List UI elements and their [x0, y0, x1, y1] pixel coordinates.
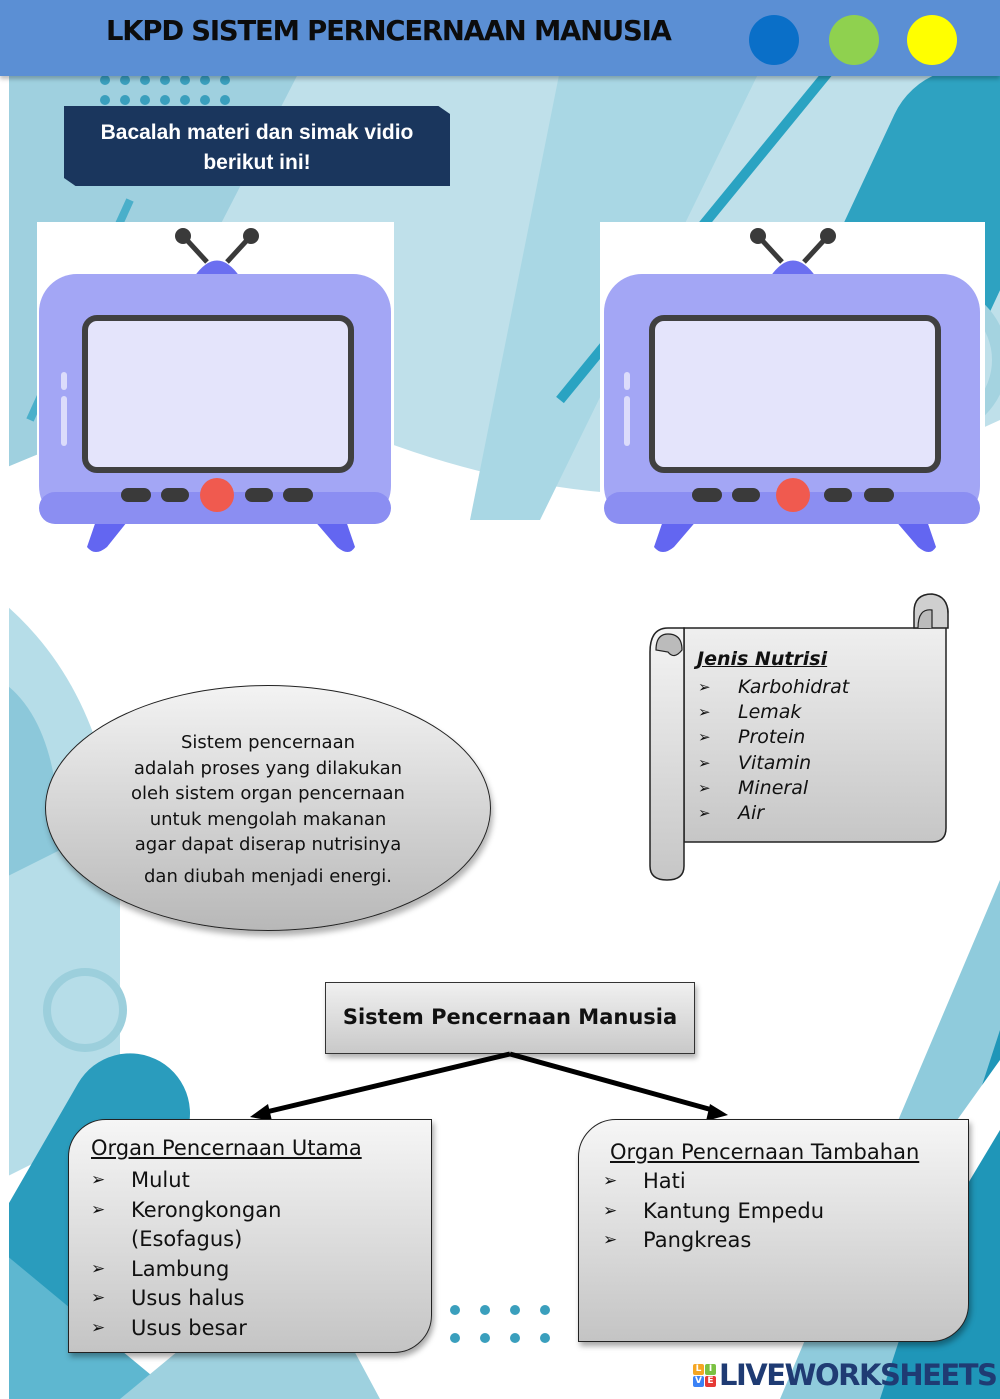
nutrition-scroll: Jenis Nutrisi ➢Karbohidrat ➢Lemak ➢Prote…	[646, 592, 951, 882]
list-item: ➢Lemak	[698, 700, 802, 723]
arrow-bullet-icon: ➢	[698, 728, 711, 747]
instruction-line-2: berikut ini!	[203, 151, 311, 174]
page-title: LKPD SISTEM PERNCERNAAN MANUSIA	[106, 14, 672, 47]
arrow-bullet-icon: ➢	[698, 753, 711, 772]
tv-icon	[604, 228, 980, 552]
nutrition-title: Jenis Nutrisi	[697, 648, 828, 670]
brand-name: LIVEWORKSHEETS	[719, 1358, 998, 1392]
main-organs-list: ➢Mulut ➢Kerongkongan (Esofagus) ➢Lambung…	[91, 1166, 351, 1343]
arrow-bullet-icon: ➢	[603, 1200, 618, 1221]
list-item: ➢Kerongkongan (Esofagus)	[91, 1197, 282, 1252]
accessory-organs-box: Organ Pencernaan Tambahan ➢Hati ➢Kantung…	[578, 1119, 969, 1342]
list-item: ➢Vitamin	[698, 751, 812, 774]
arrow-bullet-icon: ➢	[698, 804, 711, 823]
instruction-banner: Bacalah materi dan simak vidio berikut i…	[64, 106, 450, 186]
tv-icon	[39, 228, 391, 552]
list-item: ➢Karbohidrat	[698, 675, 850, 698]
list-item: ➢Mulut	[91, 1166, 351, 1196]
arrow-bullet-icon: ➢	[698, 778, 711, 797]
green-dot	[829, 15, 879, 65]
blue-dot	[749, 15, 799, 65]
scroll-shape	[649, 593, 949, 881]
list-item: ➢Usus besar	[91, 1314, 351, 1344]
definition-ellipse: Sistem pencernaan adalah proses yang dil…	[45, 685, 491, 931]
list-item: ➢Hati	[603, 1167, 863, 1197]
arrow-bullet-icon: ➢	[698, 677, 711, 696]
yellow-dot	[907, 15, 957, 65]
list-item: ➢Kantung Empedu	[603, 1197, 863, 1227]
list-item: ➢Pangkreas	[603, 1226, 863, 1256]
list-item: ➢Mineral	[698, 776, 809, 799]
list-item: ➢Usus halus	[91, 1284, 351, 1314]
arrow-bullet-icon: ➢	[91, 1317, 106, 1338]
video-player-1[interactable]	[37, 222, 394, 560]
arrow-bullet-icon: ➢	[91, 1199, 106, 1220]
definition-text: Sistem pencernaan adalah proses yang dil…	[131, 732, 405, 887]
root-concept-label: Sistem Pencernaan Manusia	[342, 1005, 678, 1029]
accessory-organs-title: Organ Pencernaan Tambahan	[610, 1140, 920, 1164]
arrow-bullet-icon: ➢	[91, 1170, 106, 1190]
main-organs-title: Organ Pencernaan Utama	[91, 1136, 362, 1160]
arrow-bullet-icon: ➢	[91, 1258, 106, 1279]
root-concept-box: Sistem Pencernaan Manusia	[325, 982, 695, 1054]
liveworksheets-logo-icon: L I V E	[693, 1363, 716, 1387]
main-organs-box: Organ Pencernaan Utama ➢Mulut ➢Kerongkon…	[68, 1119, 432, 1353]
arrow-bullet-icon: ➢	[603, 1230, 618, 1250]
video-player-2[interactable]	[600, 222, 985, 560]
liveworksheets-brand[interactable]: L I V E LIVEWORKSHEETS	[693, 1358, 998, 1392]
nutrition-list: ➢Karbohidrat ➢Lemak ➢Protein ➢Vitamin ➢M…	[698, 674, 849, 826]
list-item: ➢Lambung	[91, 1255, 351, 1285]
list-item: ➢Air	[698, 802, 765, 825]
accessory-organs-list: ➢Hati ➢Kantung Empedu ➢Pangkreas	[603, 1167, 863, 1256]
page-header: LKPD SISTEM PERNCERNAAN MANUSIA	[0, 0, 1000, 76]
arrow-bullet-icon: ➢	[603, 1171, 618, 1191]
arrow-bullet-icon: ➢	[698, 702, 711, 721]
list-item: ➢Protein	[698, 726, 806, 749]
arrow-bullet-icon: ➢	[91, 1288, 106, 1308]
instruction-line-1: Bacalah materi dan simak vidio	[100, 121, 414, 144]
